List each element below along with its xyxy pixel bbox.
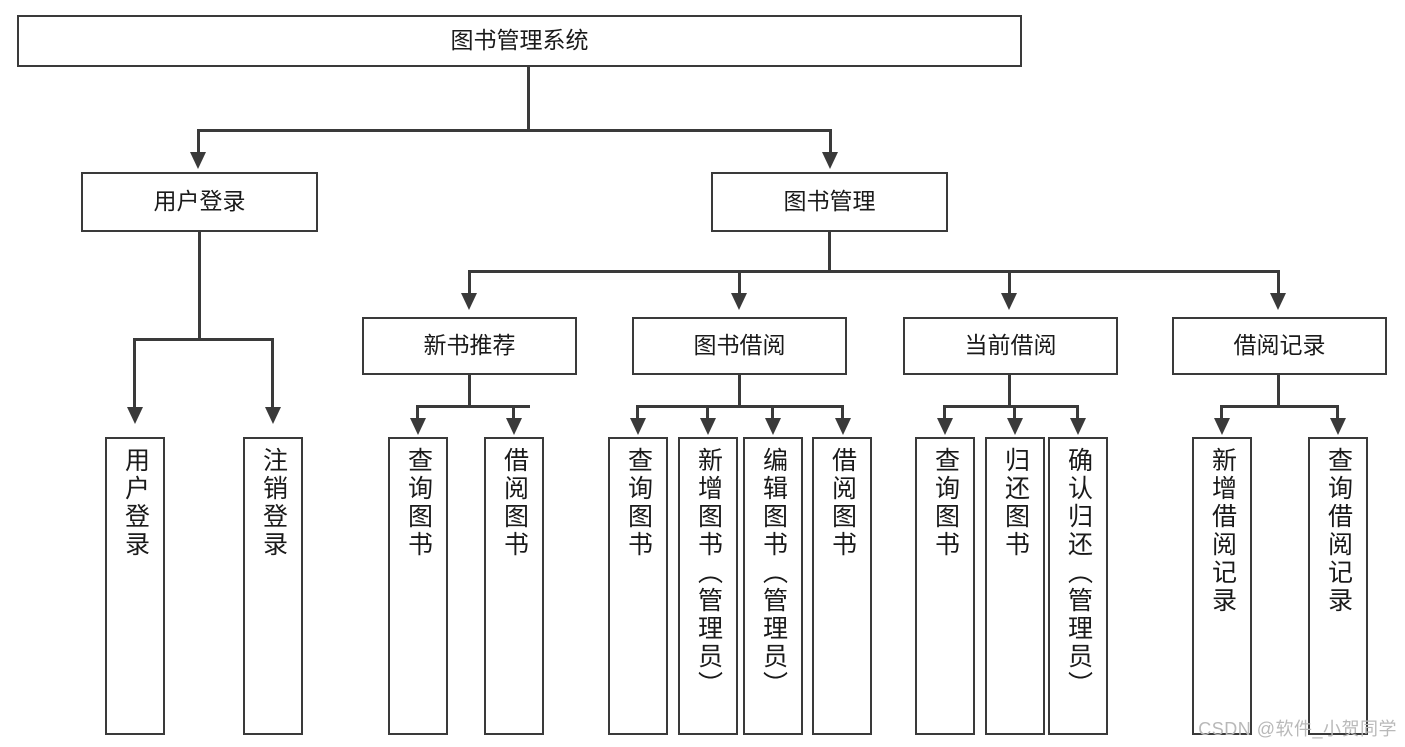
node-label: 图书管理系统	[450, 27, 589, 54]
connector-book-mgmt-child-1	[468, 270, 471, 294]
connector-book-borrow-stem	[738, 375, 741, 407]
node-new-book-recommend[interactable]: 新书推荐	[362, 317, 577, 375]
node-label: 图书借阅	[693, 332, 786, 359]
node-label: 查询图书	[404, 447, 433, 559]
arrowhead-current-borrow-child-2	[1007, 418, 1023, 435]
leaf-new-book-recommend-1[interactable]: 查询图书	[388, 437, 448, 735]
connector-borrow-record-stem	[1277, 375, 1280, 407]
connector-new-book-stem	[468, 375, 471, 407]
node-label: 注销登录	[259, 447, 288, 559]
node-label: 新增借阅记录	[1208, 447, 1237, 615]
connector-book-borrow-child-4	[841, 405, 844, 420]
arrowhead-root-to-book-mgmt	[822, 152, 838, 169]
connector-borrow-record-child-1	[1220, 405, 1223, 420]
node-label: 查询借阅记录	[1324, 447, 1353, 615]
arrowhead-book-mgmt-child-3	[1001, 293, 1017, 310]
connector-current-borrow-child-2	[1013, 405, 1016, 420]
arrowhead-current-borrow-child-3	[1070, 418, 1086, 435]
leaf-book-borrow-2[interactable]: 新增图书（管理员）	[678, 437, 738, 735]
arrowhead-user-login-child-1	[127, 407, 143, 424]
leaf-book-borrow-3[interactable]: 编辑图书（管理员）	[743, 437, 803, 735]
node-label: 借阅图书	[828, 447, 857, 559]
connector-root-to-user-login	[197, 129, 200, 153]
connector-new-book-child-2	[512, 405, 515, 420]
arrowhead-book-borrow-child-2	[700, 418, 716, 435]
connector-book-borrow-bar	[636, 405, 844, 408]
connector-new-book-child-1	[416, 405, 419, 420]
node-label: 查询图书	[931, 447, 960, 559]
arrowhead-current-borrow-child-1	[937, 418, 953, 435]
node-label: 借阅记录	[1233, 332, 1326, 359]
node-label: 新书推荐	[423, 332, 516, 359]
leaf-borrow-record-1[interactable]: 新增借阅记录	[1192, 437, 1252, 735]
node-label: 用户登录	[121, 447, 150, 559]
connector-book-mgmt-bar	[468, 270, 1280, 273]
arrowhead-book-mgmt-child-2	[731, 293, 747, 310]
connector-book-borrow-child-2	[706, 405, 709, 420]
connector-new-book-bar	[416, 405, 530, 408]
connector-root-bar	[197, 129, 832, 132]
arrowhead-borrow-record-child-2	[1330, 418, 1346, 435]
node-label: 查询图书	[624, 447, 653, 559]
node-label: 确认归还（管理员）	[1064, 447, 1093, 699]
arrowhead-book-borrow-child-4	[835, 418, 851, 435]
leaf-borrow-record-2[interactable]: 查询借阅记录	[1308, 437, 1368, 735]
connector-book-borrow-child-3	[771, 405, 774, 420]
connector-root-stem	[527, 67, 530, 131]
arrowhead-book-mgmt-child-4	[1270, 293, 1286, 310]
connector-book-mgmt-stem	[828, 232, 831, 272]
leaf-current-borrow-3[interactable]: 确认归还（管理员）	[1048, 437, 1108, 735]
connector-current-borrow-child-3	[1076, 405, 1079, 420]
leaf-user-login-1[interactable]: 用户登录	[105, 437, 165, 735]
connector-book-mgmt-child-2	[738, 270, 741, 294]
connector-root-to-book-mgmt	[829, 129, 832, 153]
arrowhead-book-borrow-child-3	[765, 418, 781, 435]
node-user-login[interactable]: 用户登录	[81, 172, 318, 232]
node-root-system[interactable]: 图书管理系统	[17, 15, 1022, 67]
node-current-borrow[interactable]: 当前借阅	[903, 317, 1118, 375]
node-label: 借阅图书	[500, 447, 529, 559]
connector-user-login-child-2	[271, 338, 274, 408]
leaf-book-borrow-1[interactable]: 查询图书	[608, 437, 668, 735]
connector-user-login-child-1	[133, 338, 136, 408]
arrowhead-user-login-child-2	[265, 407, 281, 424]
leaf-current-borrow-2[interactable]: 归还图书	[985, 437, 1045, 735]
connector-book-borrow-child-1	[636, 405, 639, 420]
node-borrow-record[interactable]: 借阅记录	[1172, 317, 1387, 375]
node-label: 当前借阅	[964, 332, 1057, 359]
arrowhead-new-book-child-1	[410, 418, 426, 435]
node-label: 图书管理	[783, 188, 876, 215]
connector-user-login-stem	[198, 232, 201, 340]
node-label: 归还图书	[1001, 447, 1030, 559]
node-book-management[interactable]: 图书管理	[711, 172, 948, 232]
connector-book-mgmt-child-4	[1277, 270, 1280, 294]
arrowhead-new-book-child-2	[506, 418, 522, 435]
connector-borrow-record-bar	[1220, 405, 1338, 408]
leaf-user-login-2[interactable]: 注销登录	[243, 437, 303, 735]
node-label: 编辑图书（管理员）	[759, 447, 788, 699]
arrowhead-root-to-user-login	[190, 152, 206, 169]
node-label: 用户登录	[153, 188, 246, 215]
leaf-current-borrow-1[interactable]: 查询图书	[915, 437, 975, 735]
connector-user-login-bar	[133, 338, 273, 341]
node-label: 新增图书（管理员）	[694, 447, 723, 699]
connector-book-mgmt-child-3	[1008, 270, 1011, 294]
arrowhead-book-borrow-child-1	[630, 418, 646, 435]
leaf-book-borrow-4[interactable]: 借阅图书	[812, 437, 872, 735]
connector-current-borrow-stem	[1008, 375, 1011, 407]
node-book-borrow[interactable]: 图书借阅	[632, 317, 847, 375]
arrowhead-borrow-record-child-1	[1214, 418, 1230, 435]
arrowhead-book-mgmt-child-1	[461, 293, 477, 310]
watermark-text: CSDN @软件_小贺同学	[1198, 719, 1397, 739]
connector-borrow-record-child-2	[1336, 405, 1339, 420]
connector-current-borrow-child-1	[943, 405, 946, 420]
leaf-new-book-recommend-2[interactable]: 借阅图书	[484, 437, 544, 735]
connector-current-borrow-bar	[943, 405, 1079, 408]
